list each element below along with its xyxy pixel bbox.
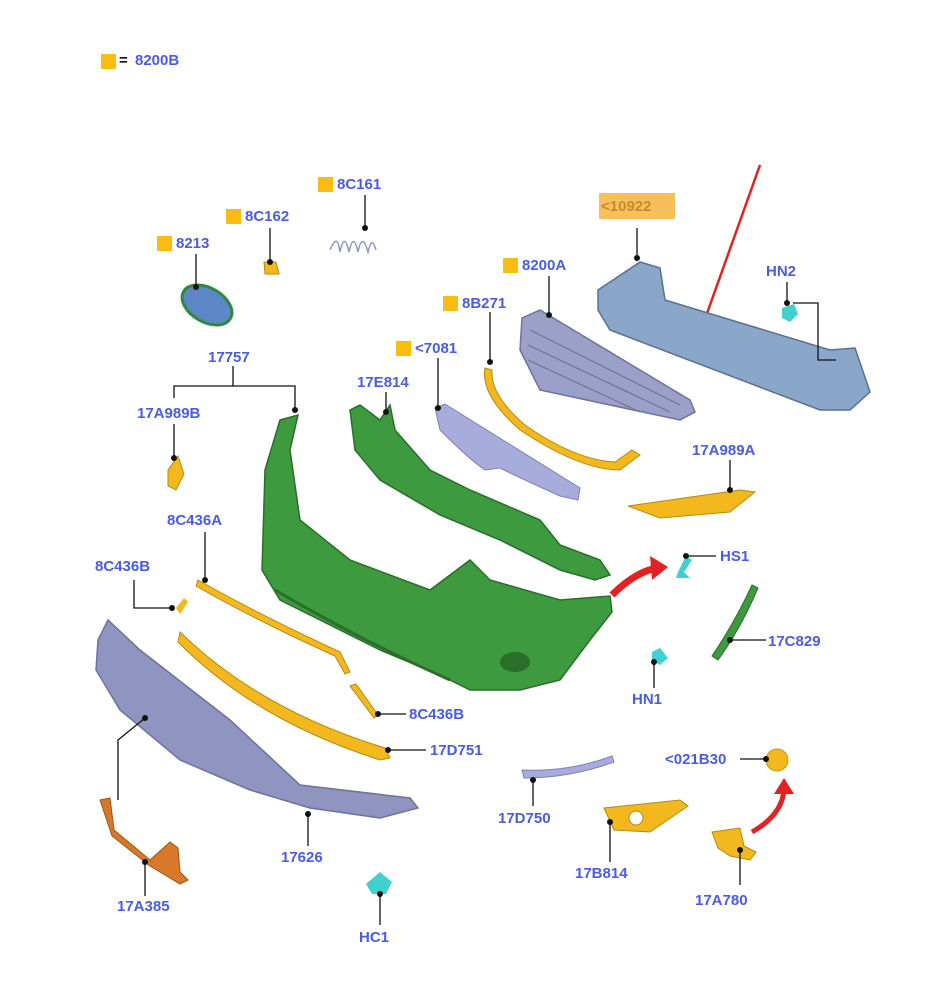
part-HC1-clip <box>366 872 392 894</box>
part-17A989B-shape <box>167 454 185 491</box>
part-HS1-clip <box>676 556 692 578</box>
part-17D750-strip <box>521 755 615 779</box>
part-17626-lower <box>95 618 420 819</box>
legend-part-number: 8200B <box>135 52 180 69</box>
legend-swatch <box>101 54 116 69</box>
part-17E814-frame <box>349 403 612 581</box>
part-8200A-grille <box>519 309 696 421</box>
part-17A989A-shape <box>627 489 757 519</box>
part-8C161-spring <box>329 240 377 255</box>
part-17D751-strip <box>177 630 391 761</box>
label-17A780[interactable]: 17A780 <box>695 892 748 909</box>
part-8C436A-strip <box>195 579 351 675</box>
label-10922[interactable]: <10922 <box>601 198 652 215</box>
part-8C436B-lower <box>349 683 379 719</box>
swatch-8C162 <box>226 209 241 224</box>
leader-lines <box>117 195 836 925</box>
part-17A780-bracket <box>711 827 757 861</box>
swatch-7081 <box>396 341 411 356</box>
part-17B814-bezel <box>603 799 689 833</box>
swatch-8B271 <box>443 296 458 311</box>
label-17A989B[interactable]: 17A989B <box>137 405 201 422</box>
label-HN2[interactable]: HN2 <box>766 263 797 280</box>
label-17D751[interactable]: 17D751 <box>430 742 483 759</box>
legend-equals: = <box>119 52 128 69</box>
label-8200A[interactable]: 8200A <box>522 257 567 274</box>
leader-dots <box>142 225 790 897</box>
part-HN2-shape <box>782 304 798 322</box>
part-7081-plate <box>434 403 581 501</box>
label-17B814[interactable]: 17B814 <box>575 865 628 882</box>
label-HC1[interactable]: HC1 <box>359 929 390 946</box>
red-arrow-021B30 <box>750 789 787 835</box>
label-17C829[interactable]: 17C829 <box>768 633 821 650</box>
swatch-8C161 <box>318 177 333 192</box>
label-HS1[interactable]: HS1 <box>720 548 750 565</box>
label-17A989A[interactable]: 17A989A <box>692 442 756 459</box>
label-8C436B-bottom[interactable]: 8C436B <box>409 706 465 723</box>
label-8213[interactable]: 8213 <box>176 235 210 252</box>
red-arrow-HS1 <box>609 564 658 598</box>
swatch-8200A <box>503 258 518 273</box>
label-8C436B-top[interactable]: 8C436B <box>95 558 151 575</box>
part-8B271-strip <box>483 367 641 471</box>
highlight-box <box>599 193 675 219</box>
part-10922-beam <box>597 261 871 411</box>
label-17757[interactable]: 17757 <box>208 349 250 366</box>
label-8B271[interactable]: 8B271 <box>462 295 507 312</box>
label-HN1[interactable]: HN1 <box>632 691 663 708</box>
label-17626[interactable]: 17626 <box>281 849 323 866</box>
part-021B30-cap <box>765 748 789 772</box>
label-17A385[interactable]: 17A385 <box>117 898 170 915</box>
part-8C436B-small <box>176 598 188 614</box>
label-8C436A[interactable]: 8C436A <box>167 512 223 529</box>
label-8C161[interactable]: 8C161 <box>337 176 382 193</box>
bumper-inner-edge <box>274 588 451 682</box>
label-17D750[interactable]: 17D750 <box>498 810 551 827</box>
label-8C162[interactable]: 8C162 <box>245 208 290 225</box>
fog-lamp-opening <box>500 652 530 672</box>
part-17757-bumper <box>261 413 613 691</box>
part-17A385-bracket <box>99 797 189 885</box>
label-17E814[interactable]: 17E814 <box>357 374 409 391</box>
part-8213-shape <box>180 283 234 327</box>
part-17C829-strip <box>711 584 759 661</box>
swatch-8213 <box>157 236 172 251</box>
label-7081[interactable]: <7081 <box>415 340 458 357</box>
label-021B30[interactable]: <021B30 <box>665 751 727 768</box>
